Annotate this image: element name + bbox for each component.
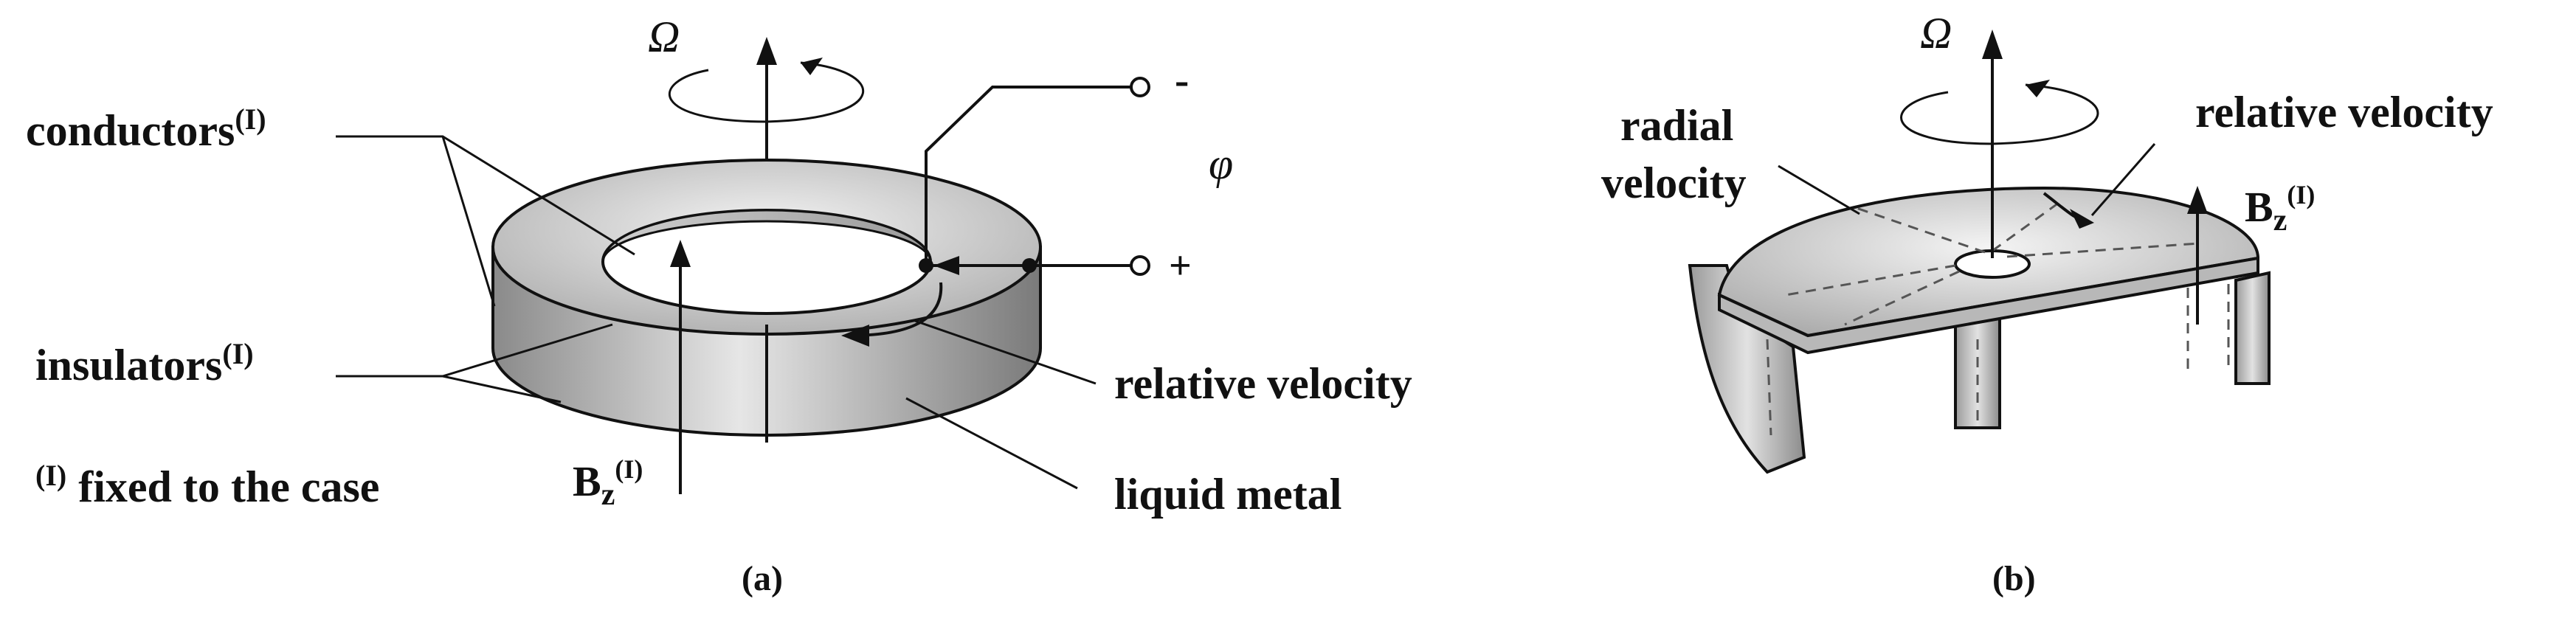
bz-arrowhead-a xyxy=(670,240,691,267)
rotation-arrow-head xyxy=(801,58,823,75)
insulators-label: insulators(I) xyxy=(35,337,254,389)
relative-velocity-label-a: relative velocity xyxy=(1114,359,1412,408)
relvel-leader-b xyxy=(2090,143,2156,216)
lead-minus xyxy=(925,86,1130,266)
liquid-leader xyxy=(905,397,1078,490)
phi-label: φ xyxy=(1209,139,1233,188)
wall-right xyxy=(2234,271,2271,385)
half-disc-edge xyxy=(1718,256,2259,355)
panel-a: Ω Bz(I) - + φ conductors(I) insulators(I xyxy=(26,13,1412,598)
radial-leader xyxy=(1778,164,1860,215)
terminal-plus xyxy=(1130,255,1150,276)
bz-label-b: Bz(I) xyxy=(2245,180,2315,238)
insulators-leader xyxy=(336,323,613,403)
fixed-note: (I)fixed to the case xyxy=(35,459,379,511)
conductors-leader xyxy=(336,135,635,307)
conductors-label: conductors(I) xyxy=(26,103,266,155)
relvel-leader xyxy=(914,319,1097,385)
panel-b: Ω relative velocity Bz(I) radial velocit… xyxy=(1601,9,2493,598)
axis-arrowhead-b xyxy=(1982,30,2003,59)
bz-arrowhead-b xyxy=(2187,186,2208,214)
radial-velocity-label-1: radial xyxy=(1620,101,1733,150)
rotation-arrow xyxy=(669,61,865,123)
rotation-arrow-b xyxy=(1900,83,2099,145)
caption-a: (a) xyxy=(742,559,783,598)
axis-arrowhead xyxy=(756,37,777,65)
plus-sign: + xyxy=(1169,243,1192,288)
caption-b: (b) xyxy=(1992,559,2036,598)
radial-flow xyxy=(1785,201,2200,326)
minus-sign: - xyxy=(1175,56,1189,104)
liquid-metal-label: liquid metal xyxy=(1114,470,1341,519)
contact-dot-1 xyxy=(919,258,933,273)
rotation-arrowhead-b xyxy=(2026,80,2050,97)
plus-arrowhead xyxy=(933,256,959,275)
omega-label-a: Ω xyxy=(648,13,680,61)
contact-dot-2 xyxy=(1022,258,1037,273)
wall-flow xyxy=(1766,284,2230,436)
relvel-arrowhead-b xyxy=(2070,209,2094,229)
radial-velocity-label-2: velocity xyxy=(1601,159,1747,207)
omega-label-b: Ω xyxy=(1920,9,1952,58)
relative-velocity-label-b: relative velocity xyxy=(2195,88,2493,136)
bz-label-a: Bz(I) xyxy=(573,454,643,512)
relative-velocity-arrowhead xyxy=(841,325,869,347)
terminal-minus xyxy=(1130,77,1150,97)
